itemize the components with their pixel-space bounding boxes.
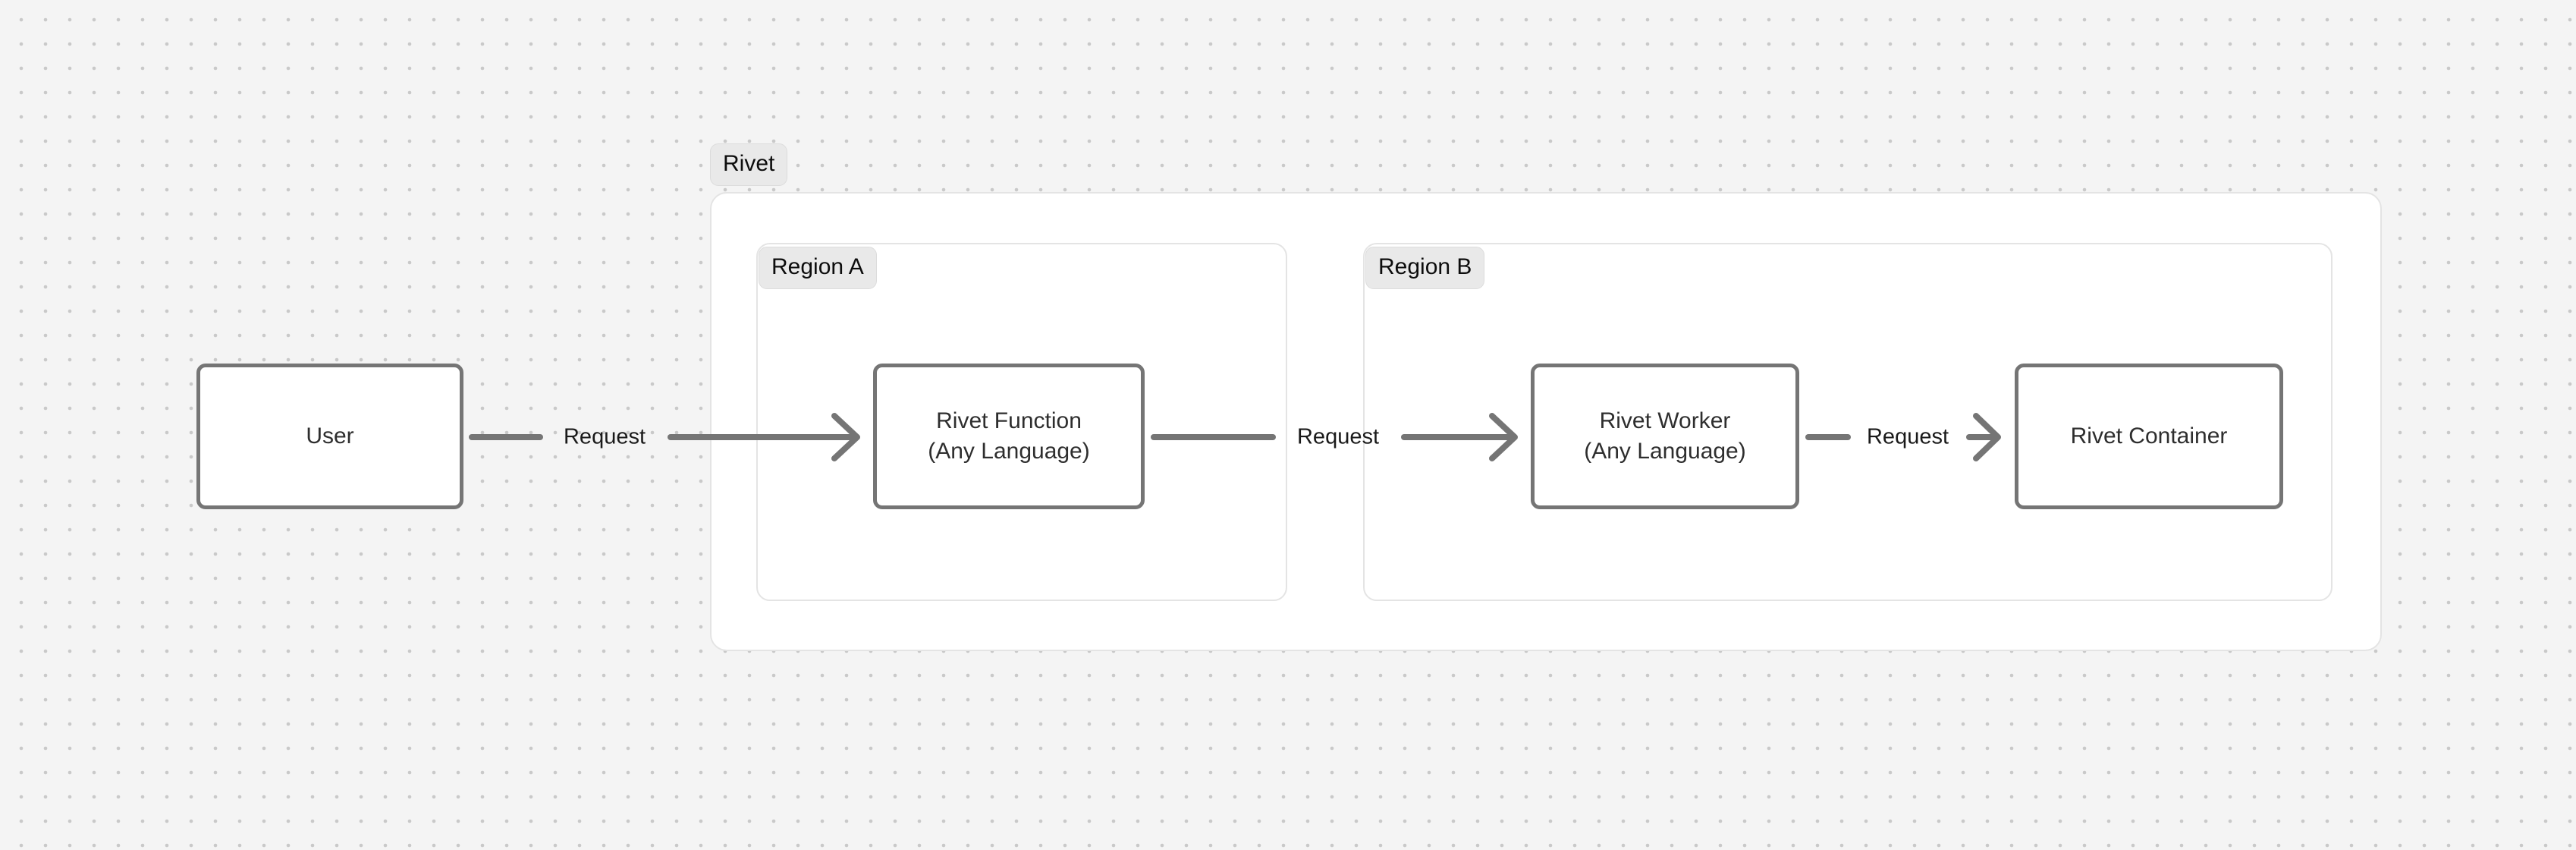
node-user-label: User bbox=[306, 423, 354, 449]
node-rivet-container[interactable]: Rivet Container bbox=[2015, 364, 2283, 509]
group-badge-region-a[interactable]: Region A bbox=[759, 247, 877, 289]
edge-label-function-to-worker: Request bbox=[1296, 424, 1380, 449]
node-rivet-function-sublabel: (Any Language) bbox=[928, 439, 1090, 464]
node-rivet-worker-label: Rivet Worker bbox=[1599, 408, 1731, 434]
edge-label-user-to-function: Request bbox=[563, 424, 646, 449]
node-rivet-worker-sublabel: (Any Language) bbox=[1584, 439, 1746, 464]
group-badge-rivet[interactable]: Rivet bbox=[710, 143, 788, 186]
node-rivet-function[interactable]: Rivet Function (Any Language) bbox=[873, 364, 1145, 509]
node-rivet-function-label: Rivet Function bbox=[936, 408, 1082, 434]
group-badge-region-b[interactable]: Region B bbox=[1365, 247, 1485, 289]
edge-label-worker-to-container: Request bbox=[1866, 424, 1949, 449]
node-rivet-container-label: Rivet Container bbox=[2070, 423, 2228, 449]
node-rivet-worker[interactable]: Rivet Worker (Any Language) bbox=[1531, 364, 1799, 509]
node-user[interactable]: User bbox=[196, 364, 463, 509]
